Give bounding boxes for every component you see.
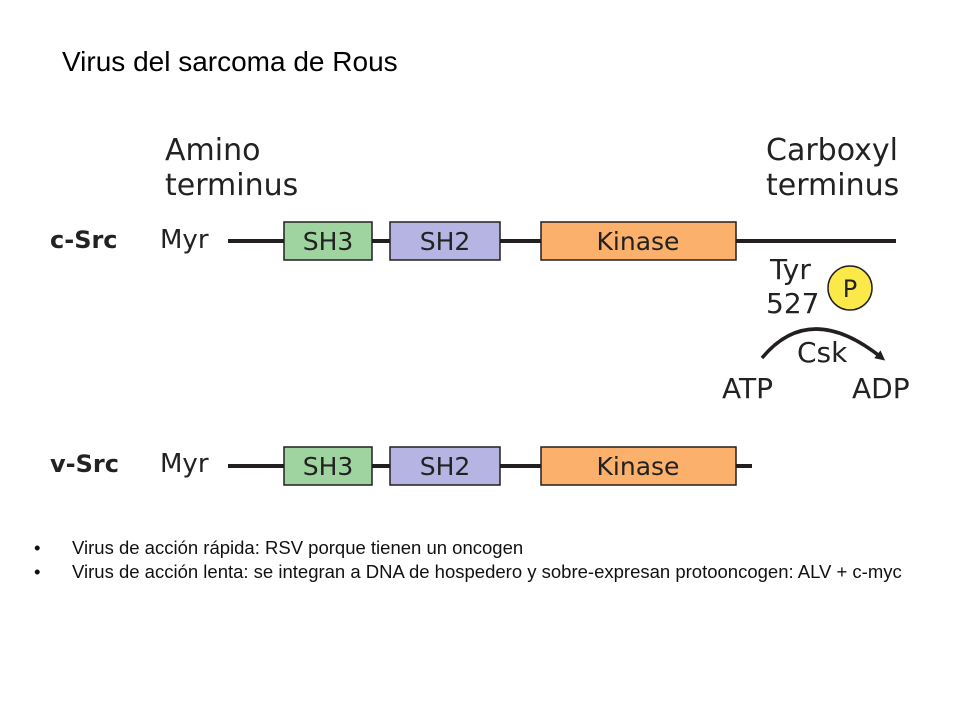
slide-title: Virus del sarcoma de Rous xyxy=(62,46,398,77)
bullet-text: Virus de acción rápida: RSV porque tiene… xyxy=(72,537,524,558)
bullet-marker: • xyxy=(34,561,41,582)
atp-label: ATP xyxy=(722,372,773,405)
amino-terminus-label: Amino xyxy=(165,133,260,168)
v-src-sh2-label: SH2 xyxy=(420,452,471,481)
src-domain-diagram: Amino terminus Carboxyl terminus c-Src M… xyxy=(50,133,910,486)
c-src-sh3-label: SH3 xyxy=(303,227,354,256)
adp-label: ADP xyxy=(852,372,910,405)
c-src-sh2-domain xyxy=(389,221,501,261)
carboxyl-terminus-label: Carboxyl xyxy=(766,133,898,168)
csk-reaction-arrow xyxy=(760,327,886,361)
v-src-sh2-domain xyxy=(389,446,501,486)
c-src-myr-label: Myr xyxy=(160,225,209,255)
v-src-myr-label: Myr xyxy=(160,449,209,479)
carboxyl-terminus-label-line2: terminus xyxy=(766,168,899,203)
c-src-kinase-label: Kinase xyxy=(597,227,680,256)
bullet-item: • Virus de acción rápida: RSV porque tie… xyxy=(32,536,932,560)
bullet-marker: • xyxy=(34,537,41,558)
amino-terminus-label-line2: terminus xyxy=(165,168,298,203)
v-src-sh3-domain xyxy=(283,446,373,486)
c-src-sh2-label: SH2 xyxy=(420,227,471,256)
csk-label: Csk xyxy=(797,336,848,369)
v-src-label: v-Src xyxy=(50,450,119,478)
v-src-kinase-label: Kinase xyxy=(597,452,680,481)
c-src-sh3-domain xyxy=(283,221,373,261)
phosphate-circle xyxy=(827,265,873,311)
bullet-text: Virus de acción lenta: se integran a DNA… xyxy=(72,561,902,582)
phosphate-label: P xyxy=(843,275,857,303)
tyr-position-label: 527 xyxy=(766,287,819,320)
v-src-kinase-domain xyxy=(540,446,737,486)
c-src-kinase-domain xyxy=(540,221,737,261)
v-src-sh3-label: SH3 xyxy=(303,452,354,481)
c-src-label: c-Src xyxy=(50,226,118,254)
tyr-label: Tyr xyxy=(769,253,811,286)
bullet-item: • Virus de acción lenta: se integran a D… xyxy=(32,560,932,584)
bullet-list: • Virus de acción rápida: RSV porque tie… xyxy=(32,536,932,584)
